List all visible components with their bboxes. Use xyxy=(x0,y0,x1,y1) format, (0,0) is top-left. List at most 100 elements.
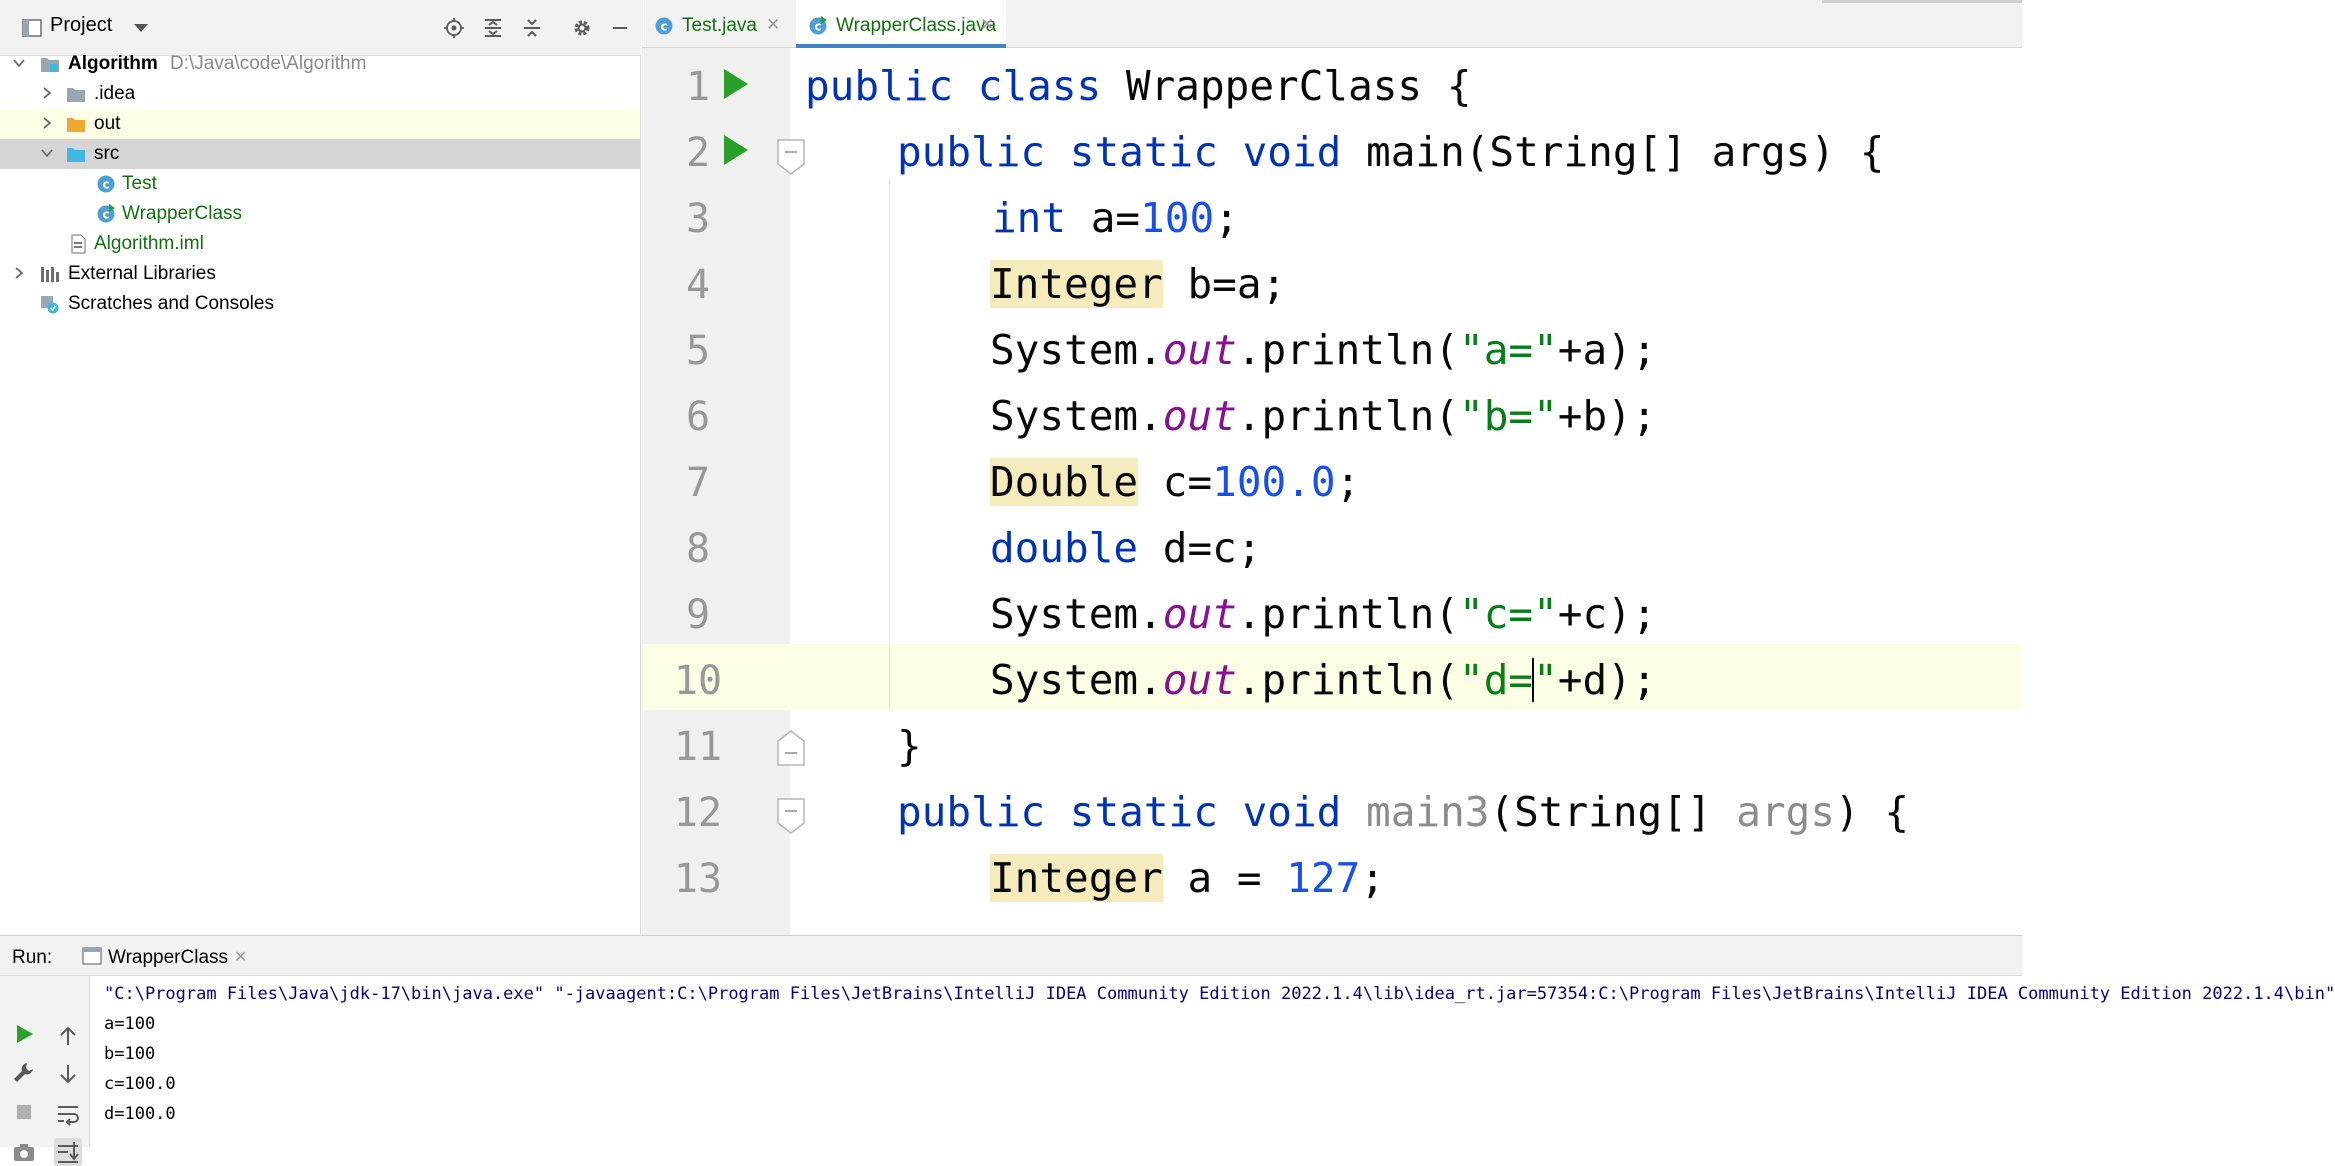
scroll-to-end-icon[interactable] xyxy=(54,1138,82,1166)
code-line-4[interactable]: Integer b=a; xyxy=(990,260,1286,308)
code-text: b=a; xyxy=(1162,260,1287,308)
code-text: +b); xyxy=(1557,392,1657,440)
project-tool-window: Project xyxy=(0,0,641,935)
runnable-class-icon: c xyxy=(97,204,115,223)
code-string: " xyxy=(1533,656,1558,704)
project-view-title[interactable]: Project xyxy=(50,14,113,36)
tree-item-label: Test xyxy=(122,173,157,194)
chevron-down-icon[interactable] xyxy=(134,24,148,32)
run-icon[interactable] xyxy=(722,132,750,168)
line-number[interactable]: 8 xyxy=(685,526,711,572)
code-text: System. xyxy=(990,590,1163,638)
code-text: (String[] xyxy=(1489,788,1737,836)
line-number[interactable]: 2 xyxy=(685,130,711,176)
code-line-3[interactable]: int a=100; xyxy=(992,194,1239,242)
code-line-1[interactable]: public class WrapperClass { xyxy=(805,62,1472,110)
code-keyword: public static void xyxy=(897,128,1342,176)
close-icon[interactable]: ✕ xyxy=(766,15,781,34)
unused-param: args xyxy=(1736,788,1836,836)
tab-label: WrapperClass.java xyxy=(836,15,997,36)
stop-icon[interactable] xyxy=(12,1100,36,1124)
code-line-7[interactable]: Double c=100.0; xyxy=(990,458,1360,506)
line-number[interactable]: 10 xyxy=(673,658,723,704)
runnable-class-icon: c xyxy=(809,16,827,35)
line-number[interactable]: 6 xyxy=(685,394,711,440)
close-icon[interactable]: ✕ xyxy=(234,949,248,966)
line-number[interactable]: 4 xyxy=(685,262,711,308)
line-number[interactable]: 12 xyxy=(673,790,723,836)
console-icon xyxy=(82,947,102,965)
line-number[interactable]: 5 xyxy=(685,328,711,374)
fold-icon[interactable] xyxy=(776,797,806,835)
class-name: WrapperClass xyxy=(1125,62,1423,110)
collapse-all-icon[interactable] xyxy=(522,18,542,38)
code-line-13[interactable]: Integer a = 127; xyxy=(990,854,1385,902)
chevron-down-icon[interactable] xyxy=(40,146,54,160)
line-number[interactable]: 3 xyxy=(685,196,711,242)
code-line-5[interactable]: System.out.println("a="+a); xyxy=(990,326,1657,374)
code-text: ; xyxy=(1214,194,1239,242)
line-number[interactable]: 13 xyxy=(673,856,723,902)
wrench-icon[interactable] xyxy=(12,1060,36,1084)
camera-icon[interactable] xyxy=(12,1140,36,1164)
code-text: d=c; xyxy=(1138,524,1262,572)
console-output[interactable]: "C:\Program Files\Java\jdk-17\bin\java.e… xyxy=(104,984,2335,1144)
tree-item-idea[interactable]: .idea xyxy=(0,79,640,109)
tab-bar-edge xyxy=(1822,0,2022,3)
gear-icon[interactable] xyxy=(572,18,592,38)
code-line-8[interactable]: double d=c; xyxy=(990,524,1262,572)
soft-wrap-icon[interactable] xyxy=(56,1102,80,1126)
minimize-icon[interactable] xyxy=(610,18,630,38)
rerun-icon[interactable] xyxy=(12,1022,36,1046)
chevron-right-icon[interactable] xyxy=(40,86,54,100)
code-keyword: double xyxy=(990,524,1139,572)
up-arrow-icon[interactable] xyxy=(56,1024,80,1048)
down-arrow-icon[interactable] xyxy=(56,1062,80,1086)
code-brace: } xyxy=(897,722,922,770)
run-tab-wrapperclass[interactable]: WrapperClass ✕ xyxy=(74,936,264,976)
code-line-11[interactable]: } xyxy=(897,722,922,770)
code-line-10[interactable]: System.out.println("d="+d); xyxy=(990,656,1657,704)
code-brace: { xyxy=(1446,62,1472,110)
code-text: System. xyxy=(990,326,1163,374)
code-text: c= xyxy=(1138,458,1213,506)
line-number[interactable]: 7 xyxy=(685,460,711,506)
tab-wrapperclass-java[interactable]: c WrapperClass.java ✕ xyxy=(796,0,1006,48)
chevron-right-icon[interactable] xyxy=(40,116,54,130)
tree-item-wrapperclass[interactable]: c WrapperClass xyxy=(0,199,640,229)
code-line-12[interactable]: public static void main3(String[] args) … xyxy=(897,788,1909,836)
code-text: +d); xyxy=(1557,656,1657,704)
tree-item-algorithm[interactable]: Algorithm D:\Java\code\Algorithm xyxy=(0,49,640,79)
folder-icon xyxy=(67,88,85,102)
tree-item-label: External Libraries xyxy=(68,263,216,284)
code-line-6[interactable]: System.out.println("b="+b); xyxy=(990,392,1657,440)
tree-item-src[interactable]: src xyxy=(0,139,640,169)
code-line-2[interactable]: public static void main(String[] args) { xyxy=(897,128,1884,176)
tree-item-external-libraries[interactable]: External Libraries xyxy=(0,259,640,289)
fold-icon[interactable] xyxy=(776,729,806,767)
chevron-right-icon[interactable] xyxy=(12,266,26,280)
line-number[interactable]: 1 xyxy=(685,64,711,110)
tree-item-iml[interactable]: Algorithm.iml xyxy=(0,229,640,259)
libraries-icon xyxy=(41,267,59,282)
line-number[interactable]: 9 xyxy=(685,592,711,638)
indent-guide xyxy=(889,180,890,710)
tree-item-test[interactable]: c Test xyxy=(0,169,640,199)
locate-icon[interactable] xyxy=(444,18,464,38)
run-icon[interactable] xyxy=(722,66,750,102)
tree-item-label: WrapperClass xyxy=(122,203,243,224)
code-text: .println( xyxy=(1236,656,1460,704)
chevron-down-icon[interactable] xyxy=(12,56,26,70)
line-number[interactable]: 11 xyxy=(673,724,723,770)
code-text: System. xyxy=(990,656,1163,704)
tree-item-scratches[interactable]: Scratches and Consoles xyxy=(0,289,640,319)
tree-item-label: Algorithm.iml xyxy=(94,233,204,254)
editor-gutter[interactable] xyxy=(642,48,790,935)
code-text: .println( xyxy=(1236,392,1460,440)
code-line-9[interactable]: System.out.println("c="+c); xyxy=(990,590,1657,638)
expand-all-icon[interactable] xyxy=(483,18,503,38)
tree-item-out[interactable]: out xyxy=(0,109,640,139)
tab-test-java[interactable]: c Test.java ✕ xyxy=(642,0,792,48)
close-icon[interactable]: ✕ xyxy=(980,15,995,34)
fold-icon[interactable] xyxy=(776,138,806,176)
